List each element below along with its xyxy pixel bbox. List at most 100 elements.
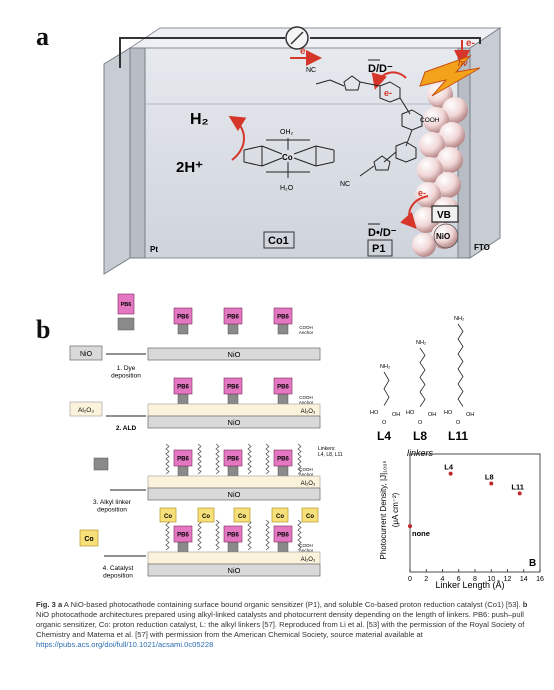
hv-label: hν xyxy=(458,58,468,68)
row2-pb6-1 xyxy=(223,377,243,395)
row4-co-0 xyxy=(159,507,177,523)
pt-electrode xyxy=(103,47,131,275)
caption-source-link[interactable]: https://pubs.acs.org/doi/full/10.1021/ac… xyxy=(36,640,214,649)
row3-pb6-label-1: PB6 xyxy=(227,457,239,463)
row1-reagent-label: PB6 xyxy=(121,302,132,308)
chart-x-tick-label-4: 8 xyxy=(473,576,477,583)
p1-dye xyxy=(315,75,423,177)
figure-caption: Fig. 3 a A NiO-based photocathode contai… xyxy=(36,600,528,650)
row2-pb6-2 xyxy=(273,377,293,395)
row4-nio xyxy=(147,563,321,577)
row1-pb6-label-1: PB6 xyxy=(227,315,239,321)
electron-right-label: e- xyxy=(466,38,475,49)
row3-linker-1-0 xyxy=(215,443,220,475)
row3-pb6-label-0: PB6 xyxy=(177,457,189,463)
row4-pb6-label-1: PB6 xyxy=(227,533,239,539)
caption-text-b: NiO photocathode architectures prepared … xyxy=(36,610,525,639)
row3-linker-2-1 xyxy=(297,443,302,475)
chart-y-axis-unit: (μA cm⁻²) xyxy=(391,492,400,527)
row2-pb6-label-2: PB6 xyxy=(277,385,289,391)
row2-input-al2o3 xyxy=(69,401,103,417)
chart-corner-label: B xyxy=(529,558,536,569)
chart-point-label-none: none xyxy=(412,529,430,538)
caption-b-letter: b xyxy=(522,600,528,609)
row3-al2o3-label: Al₂O₃ xyxy=(301,481,316,487)
vb-label: VB xyxy=(437,210,451,221)
row4-linker-2-1 xyxy=(297,519,302,551)
row3-linkers-note: Linkers:L4, L8, L11 xyxy=(318,446,343,458)
linker-chain-2 xyxy=(457,323,464,407)
row3-linker-0-1 xyxy=(197,443,202,475)
row3-linker-1-1 xyxy=(247,443,252,475)
fto-electrode xyxy=(469,27,501,259)
row3-pb6-0 xyxy=(173,449,193,467)
chart-frame xyxy=(409,453,541,573)
row4-co-1 xyxy=(197,507,215,523)
co-center-label: Co xyxy=(282,153,293,162)
row4-reagent-co-label: Co xyxy=(84,536,93,543)
row1-pb6-2 xyxy=(273,307,293,325)
linker-chain-0 xyxy=(383,371,390,406)
row1-nio-label: NiO xyxy=(228,350,241,359)
linker-nh2-0: NH₂ xyxy=(380,364,390,370)
row4-nio-label: NiO xyxy=(228,566,241,575)
electron-mid-label: e- xyxy=(384,88,392,98)
pt-label: Pt xyxy=(150,245,158,254)
chart-point-L8 xyxy=(489,481,494,486)
caption-a-letter: a xyxy=(57,600,63,609)
row3-reagent-anchor xyxy=(93,457,109,471)
chart-point-none xyxy=(408,524,412,529)
nio-beads xyxy=(412,82,468,257)
linker-oh-0: OH xyxy=(392,412,400,418)
linker-name-2: L11 xyxy=(448,429,468,443)
row4-pb6-0 xyxy=(173,525,193,543)
chart-point-L11 xyxy=(517,491,522,496)
row4-co-label-2: Co xyxy=(238,514,246,520)
row3-linker-2-0 xyxy=(265,443,270,475)
linker-nh2-2: NH₂ xyxy=(454,316,464,322)
row4-pb6-label-2: PB6 xyxy=(277,533,289,539)
row1-input-nio xyxy=(69,345,103,361)
linker-ho-0: HO xyxy=(370,410,379,416)
row4-co-label-4: Co xyxy=(306,514,314,520)
row1-pb6-0 xyxy=(173,307,193,325)
chart-x-tick-label-0: 0 xyxy=(408,576,412,583)
nc-top-label: NC xyxy=(306,67,316,74)
row4-linker-1-0 xyxy=(215,519,220,551)
row4-pb6-2 xyxy=(273,525,293,543)
row1-anchor-1 xyxy=(227,323,239,335)
row4-reagent-co xyxy=(79,529,99,547)
chart-x-tick-label-6: 12 xyxy=(504,576,512,583)
row3-nio-label: NiO xyxy=(228,490,241,499)
linker-name-0: L4 xyxy=(377,429,391,443)
row1-reagent-pb6 xyxy=(117,293,135,315)
cooh-label: COOH xyxy=(420,117,440,124)
nio-bead-label: NiO xyxy=(436,232,450,241)
row4-co-2 xyxy=(233,507,251,523)
row3-al2o3 xyxy=(147,475,321,489)
row4-linker-1-1 xyxy=(247,519,252,551)
row3-linker-0-0 xyxy=(165,443,170,475)
chart-point-label-L4: L4 xyxy=(444,463,454,472)
row1-anchor-2 xyxy=(277,323,289,335)
row2-al2o3-label: Al₂O₃ xyxy=(301,409,316,415)
light-bolt-icon xyxy=(419,54,481,97)
nc-bottom-label: NC xyxy=(340,181,350,188)
co1-label: Co1 xyxy=(268,235,289,247)
row1-pb6-1 xyxy=(223,307,243,325)
row2-anchor-2 xyxy=(277,393,289,405)
linker-oh-2: OH xyxy=(466,412,474,418)
caption-text-a: A NiO-based photocathode containing surf… xyxy=(63,600,521,609)
row4-linker-2-0 xyxy=(265,519,270,551)
chart-point-label-L8: L8 xyxy=(485,473,494,482)
linker-oh-1: OH xyxy=(428,412,436,418)
chart-x-tick-label-5: 10 xyxy=(487,576,495,583)
chart-x-tick-label-1: 2 xyxy=(424,576,428,583)
chart-x-tick-label-3: 6 xyxy=(457,576,461,583)
row4-co-label-0: Co xyxy=(164,514,172,520)
chart-x-tick-label-7: 14 xyxy=(520,576,528,583)
